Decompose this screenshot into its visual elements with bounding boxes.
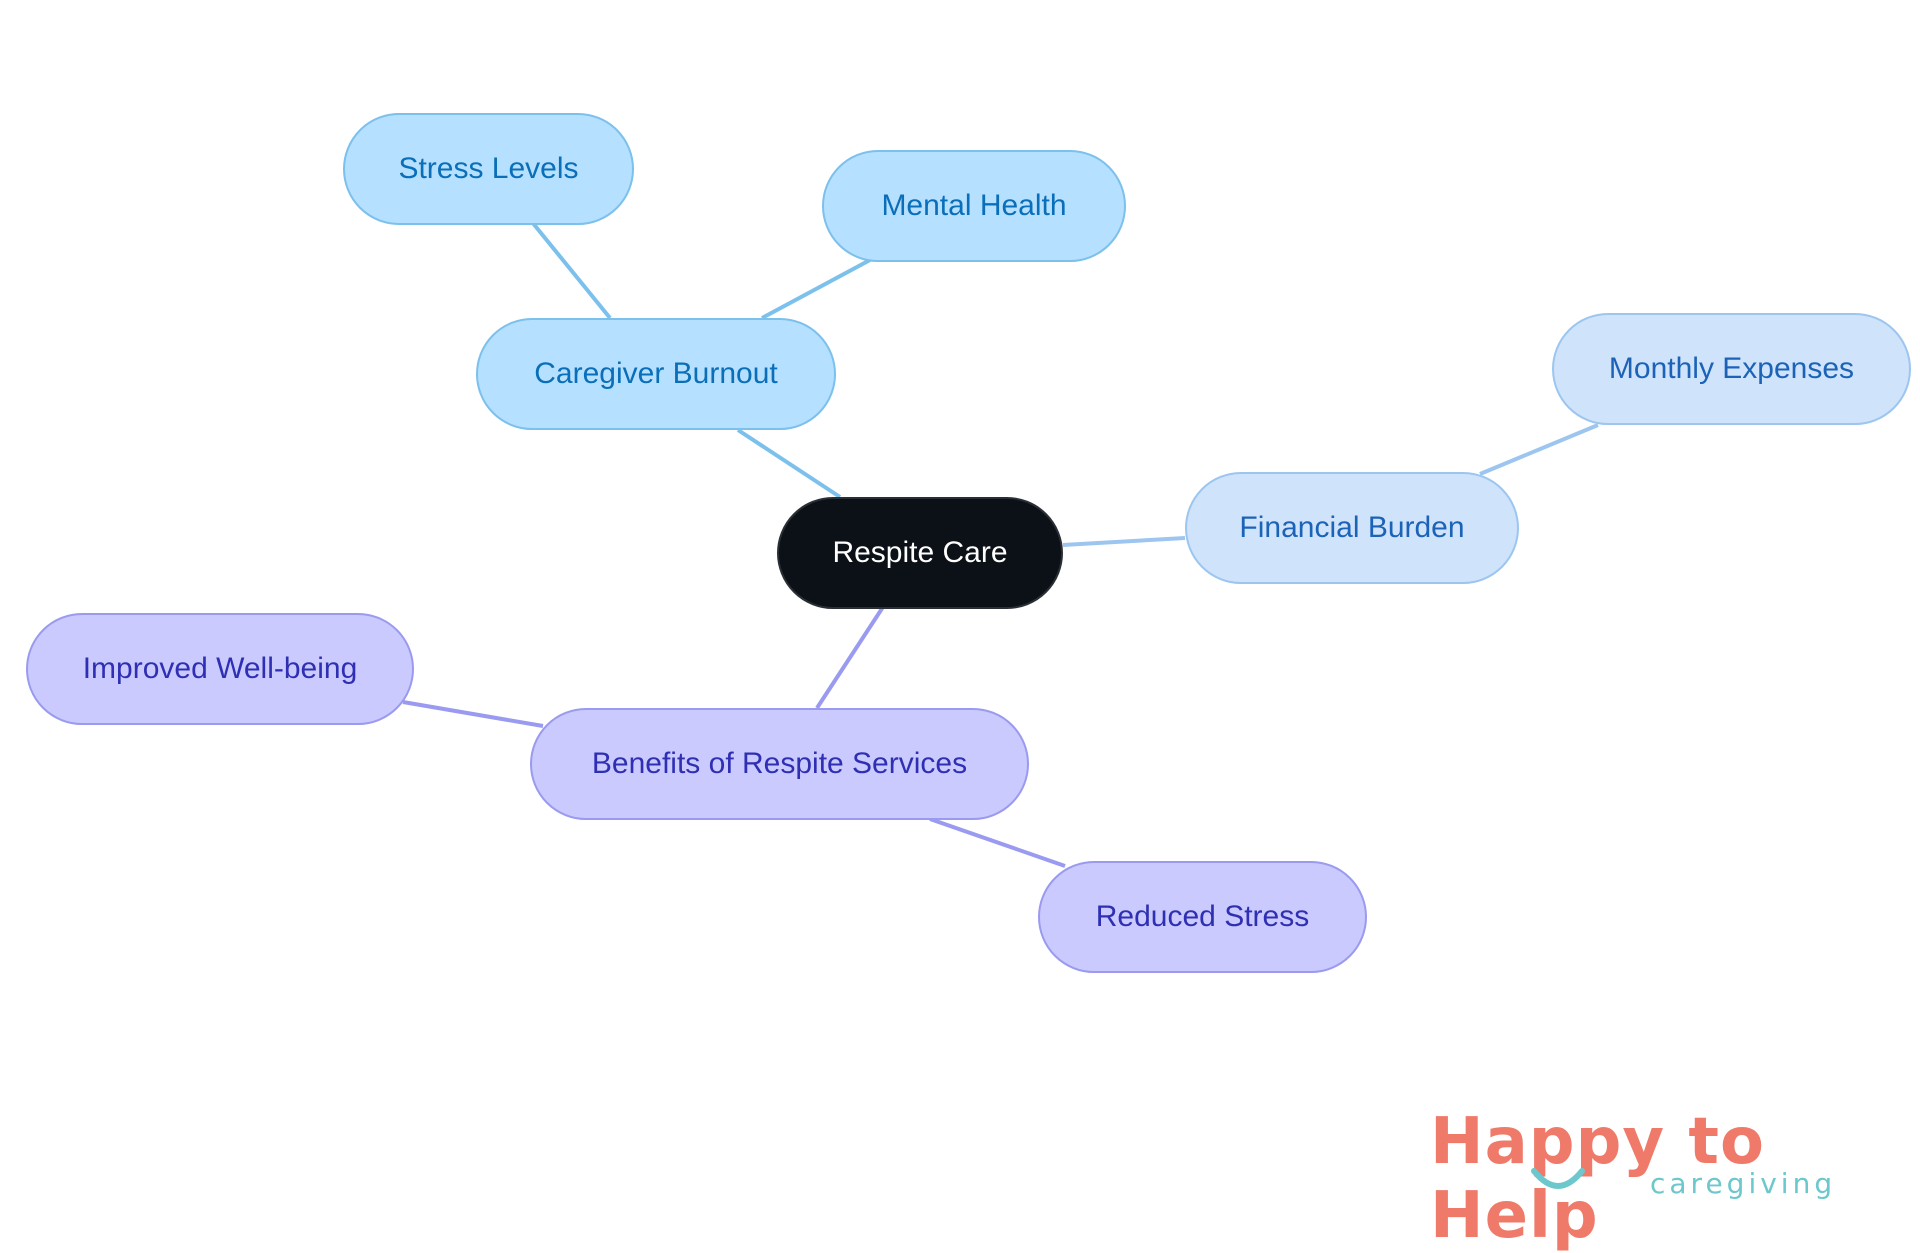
node-respite-care: Respite Care bbox=[777, 497, 1063, 609]
edge-layer bbox=[402, 220, 1599, 868]
edge-burnout-mental bbox=[761, 258, 871, 320]
node-mental-health-label: Mental Health bbox=[881, 189, 1067, 222]
edge-finance-monthly bbox=[1479, 423, 1599, 476]
node-improved-well-being-label: Improved Well-being bbox=[82, 652, 358, 685]
edge-burnout-stress bbox=[530, 220, 612, 320]
node-stress-levels: Stress Levels bbox=[343, 113, 634, 225]
node-benefits-label: Benefits of Respite Services bbox=[591, 747, 968, 780]
node-improved-well-being: Improved Well-being bbox=[26, 613, 414, 725]
edge-benefits-wellbeing bbox=[402, 700, 544, 728]
edge-root-benefits bbox=[815, 605, 885, 710]
logo-word-happy: Happy bbox=[1430, 1105, 1666, 1179]
smile-icon bbox=[1531, 1168, 1585, 1189]
node-caregiver-burnout-label: Caregiver Burnout bbox=[534, 357, 778, 390]
happy-to-help-logo: Happy to Help caregiving bbox=[1420, 1105, 1900, 1253]
node-respite-care-label: Respite Care bbox=[832, 536, 1008, 569]
node-reduced-stress-label: Reduced Stress bbox=[1095, 900, 1310, 933]
mind-map: Respite Care Caregiver Burnout Stress Le… bbox=[26, 113, 1911, 973]
node-monthly-expenses-label: Monthly Expenses bbox=[1608, 352, 1855, 385]
node-reduced-stress: Reduced Stress bbox=[1038, 861, 1367, 973]
node-monthly-expenses: Monthly Expenses bbox=[1552, 313, 1911, 425]
edge-root-finance bbox=[1062, 536, 1186, 547]
node-stress-levels-label: Stress Levels bbox=[398, 152, 579, 185]
node-financial-burden-label: Financial Burden bbox=[1239, 511, 1465, 544]
edge-root-burnout bbox=[736, 428, 842, 499]
node-financial-burden: Financial Burden bbox=[1185, 472, 1519, 584]
edge-benefits-reduced bbox=[929, 817, 1066, 868]
node-benefits-of-respite-services: Benefits of Respite Services bbox=[530, 708, 1029, 820]
node-caregiver-burnout: Caregiver Burnout bbox=[476, 318, 836, 430]
logo-tagline: caregiving bbox=[1650, 1167, 1837, 1200]
node-mental-health: Mental Health bbox=[822, 150, 1126, 262]
